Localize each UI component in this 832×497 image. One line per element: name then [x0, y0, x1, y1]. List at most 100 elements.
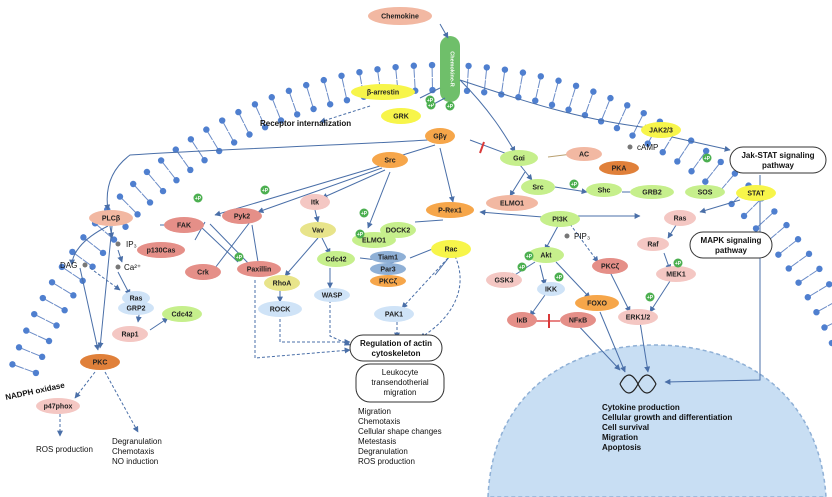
lipid-head: [215, 147, 223, 155]
node-label: Src: [532, 184, 543, 191]
node-label: IκB: [517, 317, 528, 324]
node-dock2: DOCK2: [380, 222, 416, 238]
lipid-head: [69, 248, 76, 256]
nucleus-line: Cellular growth and differentiation: [602, 413, 732, 422]
node-label: Cdc42: [325, 256, 346, 263]
phospho-badge: [524, 251, 534, 261]
lipid-head: [356, 68, 363, 76]
node-label: PAK1: [385, 311, 403, 318]
lipid-head: [640, 109, 647, 117]
node-shape: [381, 108, 421, 124]
node-ikk: IKK: [537, 282, 565, 296]
node-label: ERK1/2: [626, 314, 651, 321]
node-rap1: Rap1: [112, 326, 148, 342]
node-shape: [351, 84, 415, 100]
node-shape: [425, 128, 455, 144]
node-label: GRP2: [126, 305, 145, 312]
node-shape: [486, 195, 538, 211]
phospho-label: +P: [526, 254, 533, 260]
node-p130cas: p130Cas: [137, 242, 185, 258]
node-cdc42a: Cdc42: [317, 251, 355, 267]
lipid-head: [740, 212, 748, 220]
node-raf: Raf: [637, 237, 669, 251]
node-shape: [426, 202, 474, 218]
node-ras1: Ras: [664, 210, 696, 226]
regulation-box: [349, 334, 443, 362]
node-shape: [380, 222, 416, 238]
node-shape: [641, 122, 681, 138]
node-label: Paxillin: [247, 266, 272, 273]
lipid-head: [159, 187, 167, 195]
phospho-badge: [517, 262, 527, 272]
lipid-head: [23, 327, 30, 334]
node-label: Cdc42: [171, 311, 192, 318]
regulation-line: Regulation of actin: [360, 339, 432, 348]
node-shape: [112, 326, 148, 342]
lipid-head: [804, 294, 812, 301]
lipid-head: [39, 294, 47, 302]
ca-dot: [115, 264, 121, 270]
lipid-head: [392, 63, 399, 71]
nucleus-line: Apoptosis: [602, 443, 642, 452]
node-pka: PKA: [599, 161, 639, 175]
lipid-head: [235, 108, 242, 116]
dna-helix-icon: [619, 374, 657, 394]
lipid-head: [9, 361, 16, 368]
node-shape: [500, 150, 538, 166]
node-label: Gβγ: [433, 133, 447, 140]
lipid-head: [572, 82, 580, 90]
phospho-label: +P: [427, 98, 434, 104]
node-label: SOS: [698, 189, 713, 196]
node-label: DOCK2: [386, 227, 411, 234]
cell-membrane: Chemokine-R: [9, 36, 832, 377]
lipid-head: [785, 265, 792, 272]
node-label: ROCK: [270, 306, 291, 313]
degran-line: Chemotaxis: [112, 447, 154, 456]
node-shape: [592, 258, 628, 274]
phospho-label: +P: [236, 255, 243, 261]
node-shape: [300, 222, 336, 238]
node-crk: Crk: [185, 264, 221, 280]
mapk-line: MAPK signaling: [701, 236, 762, 245]
node-pyk2: Pyk2: [222, 208, 262, 224]
nucleus-line: Migration: [602, 433, 638, 442]
node-shape: [80, 354, 120, 370]
node-rac: Rac: [431, 240, 471, 258]
lipid-head: [565, 106, 572, 113]
lipid-head: [310, 105, 317, 113]
receptor-internalization-label: Receptor internalization: [260, 119, 351, 128]
lipid-head: [429, 86, 436, 94]
node-vav: Vav: [300, 222, 336, 238]
node-pi3k: PI3K: [540, 211, 580, 227]
outcome-line: Migration: [358, 407, 391, 416]
lipid-head: [99, 249, 107, 257]
node-pkcz1: PKCζ: [592, 258, 628, 274]
camp-label: cAMP: [637, 143, 658, 152]
outcome-line: Cellular shape changes: [358, 427, 442, 436]
lipid-head: [775, 251, 782, 258]
node-grp2: GRP2: [118, 301, 154, 315]
lipid-head: [644, 140, 652, 147]
ip3-dot: [115, 241, 121, 247]
node-label: GRK: [393, 113, 409, 120]
node-shape: [370, 251, 406, 263]
ip3-label: IP₃: [126, 240, 137, 249]
lipid-head: [343, 96, 351, 104]
node-label: PI3K: [552, 216, 568, 223]
node-label: Itk: [311, 199, 319, 206]
phospho-label: +P: [519, 265, 526, 271]
node-mek1: MEK1: [656, 266, 696, 282]
node-shape: [374, 306, 414, 322]
nucleus-line: Cell survival: [602, 423, 649, 432]
phospho-label: +P: [447, 104, 454, 110]
node-shape: [736, 185, 776, 201]
node-pak1: PAK1: [374, 306, 414, 322]
node-ikb: IκB: [507, 312, 537, 328]
node-erk: ERK1/2: [618, 309, 658, 325]
phospho-label: +P: [675, 261, 682, 267]
node-p47phox: p47phox: [36, 398, 80, 414]
lipid-head: [173, 177, 180, 184]
lipid-head: [597, 118, 605, 125]
node-shape: [575, 295, 619, 311]
jakstat-line: pathway: [762, 161, 795, 170]
